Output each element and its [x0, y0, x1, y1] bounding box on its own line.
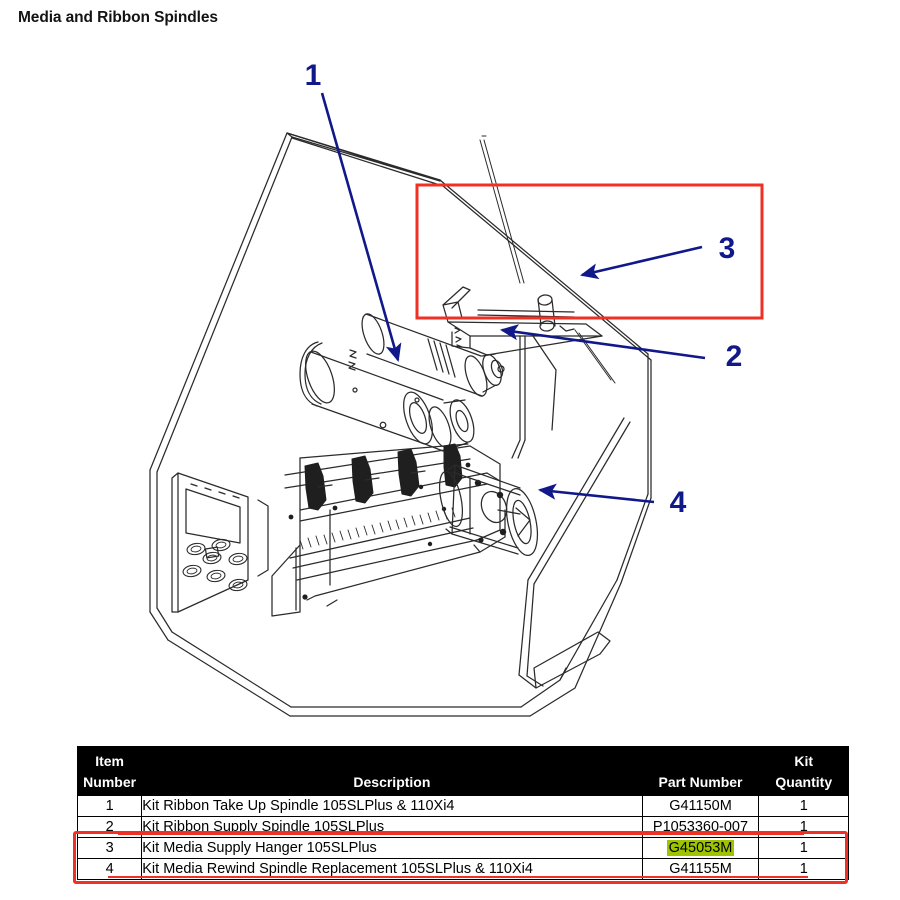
cell-part-number: P1053360-007	[641, 816, 760, 838]
cell-description: Kit Media Rewind Spindle Replacement 105…	[141, 858, 643, 880]
cell-kit-quantity: 1	[758, 858, 849, 880]
cell-item-number: 4	[76, 858, 143, 880]
table-row: 1 Kit Ribbon Take Up Spindle 105SLPlus &…	[76, 795, 849, 817]
table-row: 4 Kit Media Rewind Spindle Replacement 1…	[76, 858, 849, 880]
cell-kit-quantity: 1	[758, 837, 849, 859]
cell-item-number: 1	[76, 795, 143, 817]
callout-1-label: 1	[305, 59, 322, 92]
cell-part-number: G41150M	[641, 795, 760, 817]
callout-3-leader	[579, 245, 703, 280]
cell-kit-quantity: 1	[758, 795, 849, 817]
callout-2-label: 2	[726, 340, 743, 373]
parts-table-container: Item Number Description Part Number	[76, 746, 849, 880]
cell-part-number: G41155M	[641, 858, 760, 880]
callout-3-label: 3	[719, 232, 736, 265]
header-kit-quantity-line2: Quantity	[775, 773, 833, 790]
header-item-number: Item Number	[76, 746, 143, 796]
cell-kit-quantity: 1	[758, 816, 849, 838]
header-description-line2: Description	[353, 773, 431, 790]
header-part-number-line2: Part Number	[658, 773, 743, 790]
media-supply-hanger-highlight-box	[415, 183, 764, 320]
table-row: 3 Kit Media Supply Hanger 105SLPlus G450…	[76, 837, 849, 859]
parts-table: Item Number Description Part Number	[76, 746, 849, 880]
parts-table-body: 1 Kit Ribbon Take Up Spindle 105SLPlus &…	[76, 795, 849, 880]
header-kit-quantity: Kit Quantity	[758, 746, 849, 796]
header-part-number: Part Number	[641, 746, 760, 796]
callout-2-leader	[499, 324, 706, 360]
header-item-number-line2: Number	[83, 773, 137, 790]
printer-illustration: 1 2 3 4	[0, 40, 900, 740]
cell-description: Kit Media Supply Hanger 105SLPlus	[141, 837, 643, 859]
header-description: Description	[141, 746, 643, 796]
table-row: 2 Kit Ribbon Supply Spindle 105SLPlus P1…	[76, 816, 849, 838]
page-title: Media and Ribbon Spindles	[18, 9, 218, 26]
callout-1-leader	[320, 92, 402, 363]
table-header-row: Item Number Description Part Number	[76, 746, 849, 796]
cell-item-number: 2	[76, 816, 143, 838]
cell-item-number: 3	[76, 837, 143, 859]
cell-description: Kit Ribbon Take Up Spindle 105SLPlus & 1…	[141, 795, 643, 817]
cell-description: Kit Ribbon Supply Spindle 105SLPlus	[141, 816, 643, 838]
header-kit-quantity-line1: Kit	[794, 753, 814, 770]
cell-part-number: G45053M	[641, 837, 760, 859]
callout-4-leader	[537, 483, 655, 504]
part-number-highlight: G45053M	[666, 839, 735, 856]
callout-4-label: 4	[670, 486, 687, 519]
header-item-number-line1: Item	[95, 753, 125, 770]
